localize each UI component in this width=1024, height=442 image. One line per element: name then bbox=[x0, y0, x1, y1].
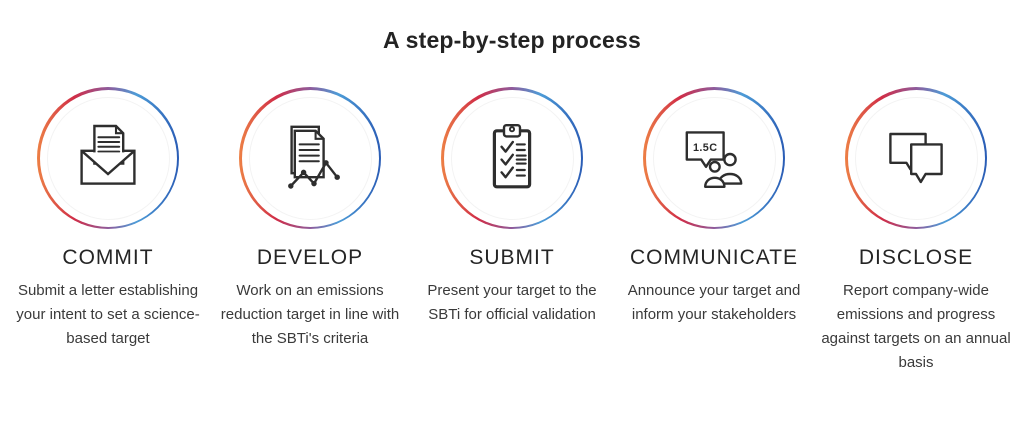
speech-bubble-people-icon: 1.5C bbox=[685, 131, 743, 188]
step-title: SUBMIT bbox=[469, 246, 555, 269]
clipboard-checklist-icon bbox=[492, 124, 532, 189]
step-title: COMMIT bbox=[62, 246, 154, 269]
steps-row: COMMIT Submit a letter establishing your… bbox=[0, 87, 1024, 375]
step-title: DISCLOSE bbox=[858, 246, 974, 269]
step-communicate: 1.5C COMMUNICATE Announce your target an… bbox=[616, 87, 812, 375]
step-develop: DEVELOP Work on an emissions reduction t… bbox=[212, 87, 408, 375]
step-circle bbox=[845, 87, 987, 229]
page-title: A step-by-step process bbox=[383, 27, 641, 53]
envelope-letter-icon bbox=[80, 124, 136, 185]
step-description: Present your target to the SBTi for offi… bbox=[427, 282, 597, 323]
step-process-section: A step-by-step process bbox=[0, 27, 1024, 442]
document-chart-icon bbox=[288, 125, 340, 189]
step-submit: SUBMIT Present your target to the SBTi f… bbox=[414, 87, 610, 375]
step-description: Announce your target and inform your sta… bbox=[627, 282, 801, 323]
step-circle bbox=[37, 87, 179, 229]
step-description: Work on an emissions reduction target in… bbox=[220, 282, 400, 347]
bubble-text: 1.5C bbox=[693, 142, 717, 154]
chat-bubbles-icon bbox=[889, 132, 943, 184]
step-disclose: DISCLOSE Report company-wide emissions a… bbox=[818, 87, 1014, 375]
step-title: COMMUNICATE bbox=[629, 246, 799, 269]
step-circle bbox=[239, 87, 381, 229]
step-circle: 1.5C bbox=[643, 87, 785, 229]
step-circle bbox=[441, 87, 583, 229]
step-commit: COMMIT Submit a letter establishing your… bbox=[10, 87, 206, 375]
step-description: Submit a letter establishing your intent… bbox=[16, 282, 200, 347]
step-title: DEVELOP bbox=[256, 246, 364, 269]
step-description: Report company-wide emissions and progre… bbox=[821, 282, 1011, 371]
